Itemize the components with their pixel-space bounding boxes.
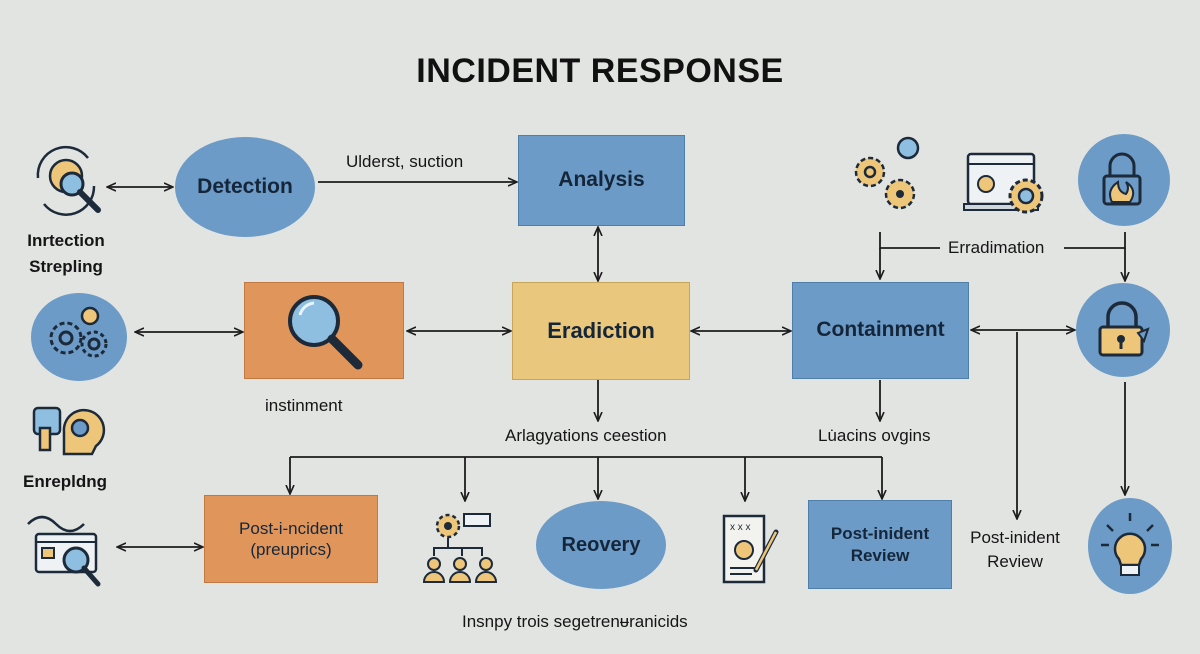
lightbulb-icon <box>1101 513 1159 576</box>
team-gear-icon <box>422 513 498 583</box>
padlock-fire-circle <box>1078 134 1170 226</box>
node-post-incident-left: Post-i-ncident (preuprics) <box>204 495 378 583</box>
label-bottom-caption: Insnpy trois segetrenᵾranicids <box>462 612 688 631</box>
post-incident-review-label: Post-inident Review <box>830 524 930 565</box>
label-inrtection-strepling: Inrtection Strepling <box>27 231 105 277</box>
label-erradimation: Erradimation <box>948 238 1045 257</box>
node-post-incident-review: Post-inident Review <box>808 500 952 589</box>
node-magnifier-box <box>244 282 404 379</box>
node-detection: Detection <box>175 137 315 237</box>
label-arlagyations: Arlagyations ceestion <box>505 426 667 445</box>
node-recovery: Reovery <box>536 501 666 589</box>
hand-gears-icon <box>854 136 920 210</box>
node-eradiction: Eradiction <box>512 282 690 380</box>
label-lucins-ovgins: Lu̇acins ovgins <box>818 426 931 445</box>
label-enrepldng: Enrepldng <box>23 472 108 491</box>
browser-search-icon <box>27 515 101 587</box>
diagram-title: INCIDENT RESPONSE <box>416 52 784 90</box>
lightbulb-circle <box>1088 498 1172 594</box>
large-magnifier-icon <box>288 294 363 369</box>
post-incident-left-label: Post-i-ncident (preuprics) <box>239 518 343 559</box>
svg-text:x x x: x x x <box>730 522 751 533</box>
node-containment: Containment <box>792 282 969 379</box>
label-instinment: instinment <box>265 396 343 415</box>
padlock-fire-icon <box>1102 152 1142 206</box>
browser-gear-icon <box>963 152 1044 214</box>
document-pen-icon: x x x <box>722 514 779 584</box>
magnifier-cycle-icon <box>36 145 101 216</box>
gears-icon <box>49 306 108 358</box>
node-analysis: Analysis <box>518 135 685 226</box>
label-post-inident-review-right: Post-inident Review <box>970 528 1060 571</box>
label-ulderst-suction: Ulderst, suction <box>346 152 464 171</box>
head-gears-icon <box>32 406 106 456</box>
gears-circle <box>31 293 127 381</box>
padlock-circle <box>1076 283 1170 377</box>
padlock-icon <box>1098 301 1150 357</box>
